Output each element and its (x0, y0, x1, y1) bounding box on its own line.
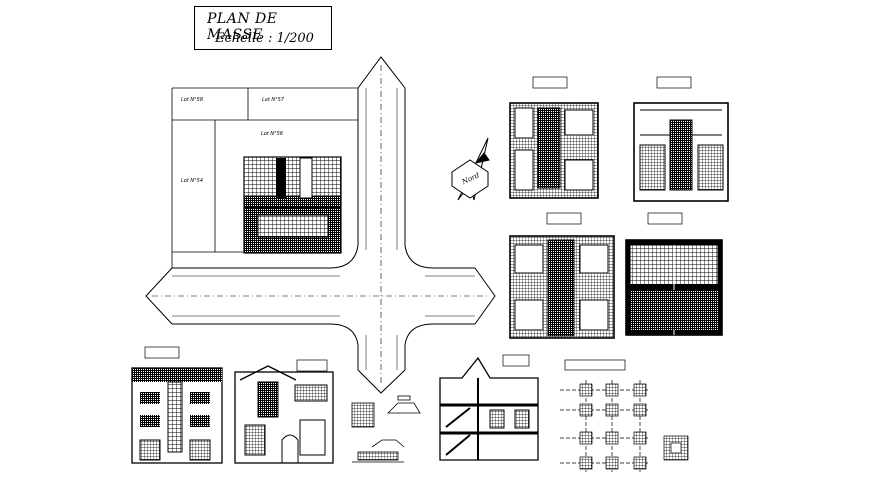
lot-label-57: Lot N°57 (262, 97, 284, 103)
floor-plan-second (509, 212, 615, 339)
facade-side (234, 359, 334, 464)
title-block: PLAN DE MASSE Echelle : 1/200 (194, 6, 332, 50)
building-section (439, 354, 539, 461)
floor-plan-ground (509, 76, 599, 199)
foundation-plan (560, 359, 689, 472)
plan-title: PLAN DE MASSE (207, 11, 278, 43)
plan-scale: Echelle : 1/200 (215, 31, 314, 46)
lot-label-56: Lot N°56 (261, 131, 283, 137)
lot-label-58: Lot N°58 (181, 97, 203, 103)
north-arrow-icon (451, 137, 490, 201)
floor-plan-first (633, 76, 729, 202)
lot-boundaries (171, 87, 358, 268)
facade-front (131, 346, 223, 464)
road-network (145, 56, 496, 394)
lot-label-54: Lot N°54 (181, 178, 203, 184)
construction-details (351, 395, 421, 463)
roof-plan (625, 212, 723, 336)
main-building-plan (243, 156, 342, 254)
